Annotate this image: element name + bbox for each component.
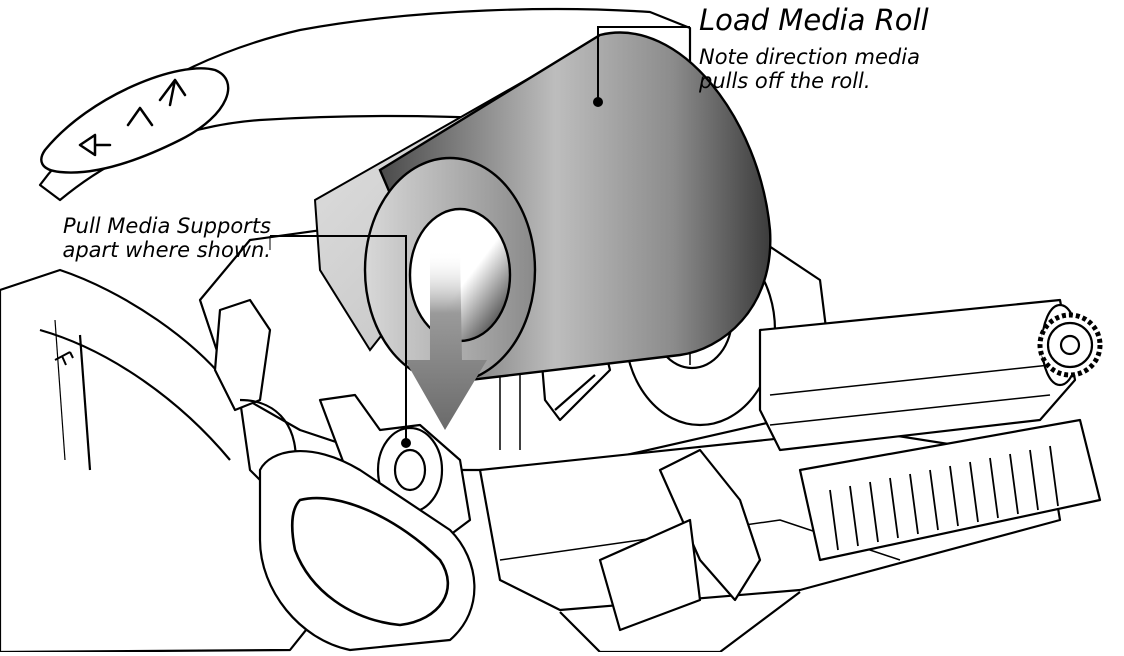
chevron-up-icon	[126, 106, 154, 127]
back-arrow-icon	[78, 133, 112, 157]
load-media-roll-note: Note direction media pulls off the roll.	[699, 45, 920, 93]
insert-direction-arrow	[405, 250, 487, 430]
load-media-note-line1: Note direction media	[699, 45, 920, 69]
keypad-icons	[78, 78, 187, 157]
load-media-note-line2: pulls off the roll.	[699, 69, 871, 94]
leader-lines	[269, 26, 690, 448]
platen-gear	[1037, 312, 1103, 378]
usb-icon	[54, 351, 74, 366]
platen-roller	[758, 298, 1077, 452]
load-media-roll-title: Load Media Roll	[699, 3, 929, 37]
feed-arrow-icon	[158, 78, 187, 107]
pull-media-supports-callout: Pull Media Supports apart where shown.	[62, 214, 271, 262]
pull-supports-line1: Pull Media Supports	[62, 214, 271, 238]
keypad	[40, 67, 230, 174]
pull-supports-line2: apart where shown.	[62, 238, 271, 263]
